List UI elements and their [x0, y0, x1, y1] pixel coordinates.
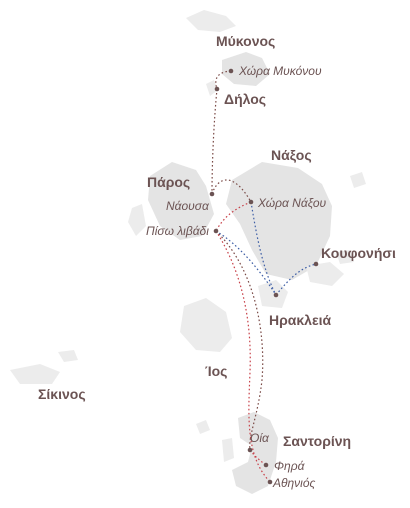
- sikinos-island: [10, 364, 60, 384]
- stop-koufonisi: [313, 261, 319, 267]
- folegandros-island: [58, 350, 78, 362]
- label-delos[interactable]: Δήλος: [224, 91, 267, 107]
- label-koufonisi[interactable]: Κουφονήσι: [321, 245, 396, 261]
- label-naxos[interactable]: Νάξος: [271, 147, 312, 163]
- koufonisi-island: [306, 262, 344, 286]
- route-naousa-naxos: [211, 179, 252, 203]
- east-islet-2: [336, 250, 354, 264]
- anydros-islet: [196, 420, 210, 434]
- stop-chora-naxou: [248, 199, 254, 205]
- delos-island: [206, 80, 218, 96]
- route-mykonos-delos-paros: [211, 70, 232, 195]
- ios-island: [180, 298, 232, 352]
- route-naxos-iraklia: [250, 201, 277, 296]
- label-ios[interactable]: Ίος: [205, 363, 228, 379]
- route-iraklia-koufonisi: [275, 263, 317, 296]
- label-sikinos[interactable]: Σίκινος: [38, 386, 86, 402]
- stop-delos: [214, 86, 220, 92]
- tinos-island: [186, 10, 236, 32]
- label-fira[interactable]: Φηρά: [274, 459, 305, 473]
- naxos-island: [226, 162, 332, 280]
- stops: [209, 68, 319, 485]
- land-masses: [10, 10, 366, 494]
- thirasia-island: [222, 438, 234, 462]
- label-chora-naxou[interactable]: Χώρα Νάξου: [258, 196, 327, 210]
- stop-piso-livadi: [213, 228, 219, 234]
- label-chora-mykonou[interactable]: Χώρα Μυκόνου: [239, 64, 322, 78]
- mykonos-island: [222, 52, 270, 86]
- route-pisolivadi-athinios: [215, 230, 271, 483]
- label-piso-livadi[interactable]: Πίσω λιβάδι: [146, 224, 209, 238]
- stop-naousa: [209, 191, 215, 197]
- east-islet-1: [350, 172, 366, 188]
- label-naousa[interactable]: Νάουσα: [166, 199, 209, 213]
- label-santorini[interactable]: Σαντορίνη: [283, 433, 352, 449]
- label-mykonos[interactable]: Μύκονος: [216, 33, 276, 49]
- label-athinios[interactable]: Αθηνιός: [273, 476, 316, 490]
- stop-iraklia: [273, 292, 279, 298]
- label-paros[interactable]: Πάρος: [147, 174, 191, 190]
- iraklia-island: [258, 280, 288, 308]
- label-iraklia[interactable]: Ηρακλειά: [269, 312, 332, 328]
- santorini-island: [232, 412, 278, 494]
- paros-island: [148, 162, 214, 240]
- label-oia[interactable]: Οία: [250, 431, 269, 445]
- stop-chora-mykonou: [228, 68, 234, 74]
- route-pisolivadi-santorini: [215, 230, 264, 451]
- stop-oia: [247, 447, 253, 453]
- stop-fira: [263, 462, 269, 468]
- stop-athinios: [267, 479, 273, 485]
- antiparos-island: [128, 204, 146, 236]
